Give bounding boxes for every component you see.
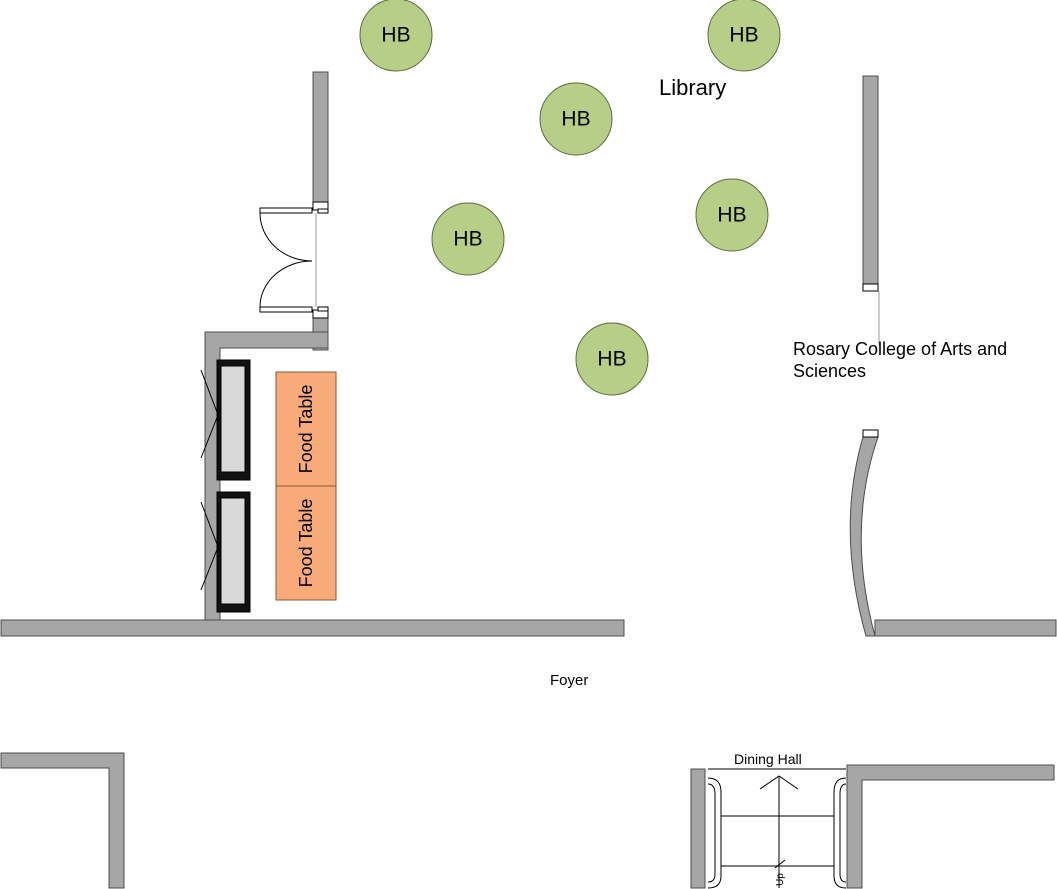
high-boy-table-1 bbox=[359, 0, 433, 72]
door-jambs bbox=[312, 201, 880, 438]
food-table-lower bbox=[275, 485, 337, 601]
stair-rail-right bbox=[833, 777, 847, 889]
equipment bbox=[200, 359, 251, 613]
door-leaf-upper bbox=[259, 207, 313, 214]
high-boy-table-2 bbox=[707, 0, 781, 72]
high-boy-label-2: HB bbox=[729, 24, 758, 47]
high-boy-table-5 bbox=[431, 202, 505, 276]
jamb-library-lower-notch bbox=[317, 306, 329, 312]
food-table-upper-label: Food Table bbox=[296, 385, 316, 474]
speaker-lower-stand-a bbox=[200, 501, 221, 553]
double-door bbox=[259, 207, 313, 313]
foyer-label: Foyer bbox=[550, 672, 588, 689]
library-label: Library bbox=[659, 75, 726, 100]
high-boy-tables: HB HB HB HB HB HB bbox=[359, 0, 781, 396]
stair-direction-label: Up bbox=[775, 873, 786, 886]
food-tables: Food Table Food Table bbox=[275, 371, 337, 601]
food-table-lower-label: Food Table bbox=[296, 499, 316, 588]
speaker-upper-stand-a bbox=[200, 369, 221, 421]
wall-southwest bbox=[0, 752, 125, 889]
door-swing-arc-upper bbox=[259, 212, 313, 262]
wall-southeast bbox=[846, 764, 1055, 889]
wall-foyer-north-left bbox=[0, 619, 625, 637]
speaker-upper-stand-b bbox=[200, 409, 221, 459]
wall-stair-west bbox=[690, 768, 706, 889]
rosary-college-label-line1: Rosary College of Arts and bbox=[793, 339, 1007, 359]
high-boy-table-3 bbox=[539, 82, 613, 156]
stairs: Up bbox=[707, 768, 847, 889]
speaker-lower-grille bbox=[220, 497, 246, 605]
stair-rail-left-inner bbox=[707, 783, 716, 883]
stair-rail-left bbox=[707, 777, 722, 889]
dining-hall-label: Dining Hall bbox=[734, 751, 802, 767]
high-boy-label-4: HB bbox=[717, 204, 746, 227]
rosary-college-label-line2: Sciences bbox=[793, 361, 866, 381]
jamb-east-upper bbox=[862, 283, 879, 292]
stair-rail-right-inner bbox=[839, 783, 847, 883]
high-boy-table-4 bbox=[695, 178, 769, 252]
high-boy-label-5: HB bbox=[453, 228, 482, 251]
speaker-upper-grille bbox=[220, 365, 246, 473]
high-boy-table-6 bbox=[575, 322, 649, 396]
door-leaf-lower bbox=[259, 306, 313, 313]
high-boy-label-3: HB bbox=[561, 108, 590, 131]
speaker-lower-stand-b bbox=[200, 541, 221, 591]
wall-foyer-north-right bbox=[874, 619, 1057, 637]
wall-library-east bbox=[862, 75, 879, 285]
wall-curved bbox=[849, 436, 879, 637]
jamb-library-upper-notch bbox=[317, 208, 329, 214]
wall-library-west-upper bbox=[312, 71, 329, 203]
stair-arrow-head bbox=[759, 775, 799, 790]
food-table-upper bbox=[275, 371, 337, 487]
high-boy-label-1: HB bbox=[381, 24, 410, 47]
door-swing-arc-lower bbox=[259, 260, 313, 308]
stair-arrow-tail bbox=[774, 859, 786, 869]
high-boy-label-6: HB bbox=[597, 348, 626, 371]
room-labels: Library Rosary College of Arts and Scien… bbox=[550, 75, 1007, 767]
walls bbox=[0, 71, 1057, 889]
jamb-east-lower bbox=[862, 429, 879, 438]
